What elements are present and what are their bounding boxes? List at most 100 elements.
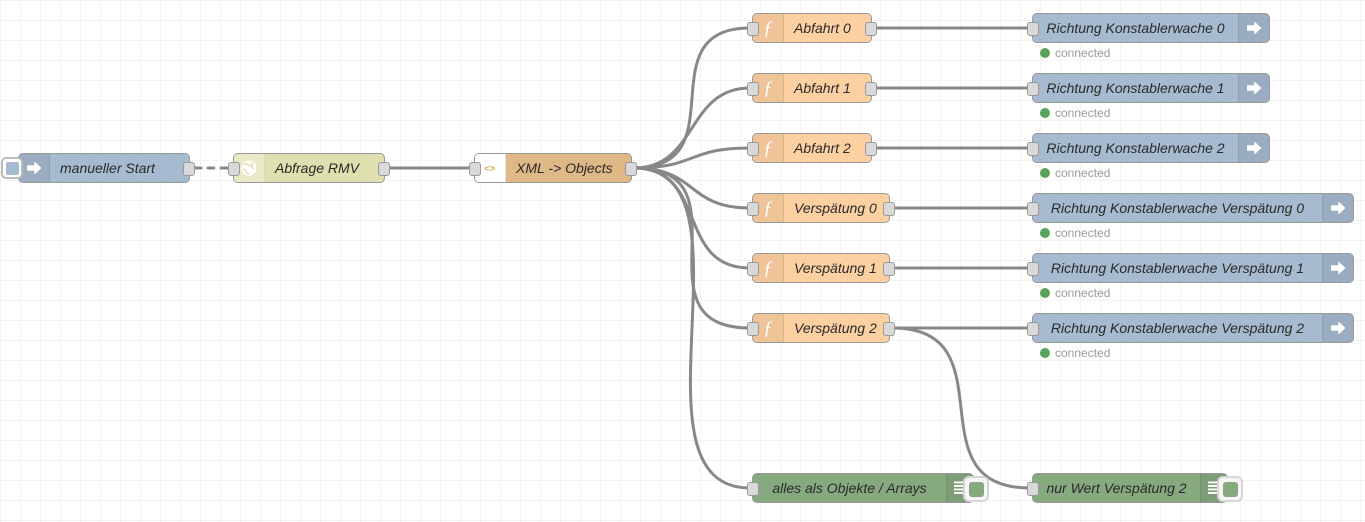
node-mq1[interactable]: Richtung Konstablerwache 1: [1027, 73, 1270, 103]
node-dbg1[interactable]: nur Wert Verspätung 2: [1027, 473, 1243, 503]
node-label: Richtung Konstablerwache 0: [1046, 20, 1225, 36]
node-mq2[interactable]: Richtung Konstablerwache 2: [1027, 133, 1270, 163]
output-port[interactable]: [865, 142, 877, 156]
wire-xml-to-fn0[interactable]: [632, 26, 752, 170]
output-port[interactable]: [883, 202, 895, 216]
node-label: Abfahrt 2: [794, 140, 851, 156]
status-dot-icon: [1040, 348, 1050, 358]
node-fn4[interactable]: ƒ Verspätung 1: [747, 253, 895, 283]
svg-text:ƒ: ƒ: [763, 18, 773, 38]
node-inject[interactable]: manueller Start: [1, 153, 195, 183]
status-text: connected: [1055, 226, 1111, 240]
mqtt-arrow-icon: [1238, 74, 1269, 102]
status-badge: connected: [1040, 166, 1110, 180]
output-port[interactable]: [883, 322, 895, 336]
input-port[interactable]: [747, 482, 759, 496]
debug-toggle-button[interactable]: [963, 476, 989, 502]
node-label: Richtung Konstablerwache 1: [1046, 80, 1225, 96]
status-text: connected: [1055, 346, 1111, 360]
node-label: Verspätung 2: [794, 320, 877, 336]
input-port[interactable]: [1027, 82, 1039, 96]
wire-xml-to-fn5[interactable]: [632, 166, 752, 330]
wire-xml-to-fn3[interactable]: [632, 166, 752, 210]
status-text: connected: [1055, 106, 1111, 120]
node-mq4[interactable]: Richtung Konstablerwache Verspätung 1: [1027, 253, 1354, 283]
node-mq5[interactable]: Richtung Konstablerwache Verspätung 2: [1027, 313, 1354, 343]
input-port[interactable]: [1027, 142, 1039, 156]
input-port[interactable]: [469, 162, 481, 176]
input-port[interactable]: [747, 82, 759, 96]
mqtt-arrow-icon: [1238, 14, 1269, 42]
mqtt-arrow-icon: [1322, 254, 1353, 282]
status-dot-icon: [1040, 168, 1050, 178]
output-port[interactable]: [183, 162, 195, 176]
node-mq0[interactable]: Richtung Konstablerwache 0: [1027, 13, 1270, 43]
status-dot-icon: [1040, 48, 1050, 58]
node-label: alles als Objekte / Arrays: [772, 480, 927, 496]
input-port[interactable]: [747, 202, 759, 216]
status-badge: connected: [1040, 286, 1110, 300]
input-port[interactable]: [1027, 482, 1039, 496]
input-port[interactable]: [747, 142, 759, 156]
node-xml[interactable]: <>XML -> Objects: [469, 153, 637, 183]
node-label: Abfahrt 1: [794, 80, 851, 96]
mqtt-arrow-icon: [1322, 314, 1353, 342]
status-text: connected: [1055, 46, 1111, 60]
inject-trigger-button[interactable]: [1, 157, 23, 179]
output-port[interactable]: [625, 162, 637, 176]
svg-text:ƒ: ƒ: [763, 318, 773, 338]
mqtt-arrow-icon: [1322, 194, 1353, 222]
node-fn1[interactable]: ƒ Abfahrt 1: [747, 73, 877, 103]
wire-xml-to-fn1[interactable]: [632, 86, 752, 170]
status-badge: connected: [1040, 106, 1110, 120]
node-label: Abfrage RMV: [275, 160, 360, 176]
inject-arrow-icon: [19, 154, 50, 182]
wire-xml-to-fn2[interactable]: [632, 146, 752, 170]
status-text: connected: [1055, 286, 1111, 300]
output-port[interactable]: [378, 162, 390, 176]
debug-toggle-button[interactable]: [1217, 476, 1243, 502]
node-mq3[interactable]: Richtung Konstablerwache Verspätung 0: [1027, 193, 1354, 223]
node-dbg0[interactable]: alles als Objekte / Arrays: [747, 473, 989, 503]
input-port[interactable]: [1027, 22, 1039, 36]
output-port[interactable]: [865, 22, 877, 36]
node-http[interactable]: Abfrage RMV: [228, 153, 390, 183]
wire-xml-to-dbg0[interactable]: [632, 166, 752, 490]
input-port[interactable]: [1027, 202, 1039, 216]
wire-xml-to-fn4[interactable]: [632, 166, 752, 270]
function-f-icon: ƒ: [753, 314, 784, 342]
input-port[interactable]: [747, 262, 759, 276]
input-port[interactable]: [747, 22, 759, 36]
input-port[interactable]: [747, 322, 759, 336]
node-label: Abfahrt 0: [794, 20, 851, 36]
node-label: nur Wert Verspätung 2: [1046, 480, 1187, 496]
debug-toggle-face: [1222, 481, 1238, 497]
status-dot-icon: [1040, 288, 1050, 298]
mqtt-arrow-icon: [1238, 134, 1269, 162]
globe-icon: [234, 154, 265, 182]
node-fn5[interactable]: ƒ Verspätung 2: [747, 313, 895, 343]
node-label: Verspätung 0: [794, 200, 877, 216]
node-label: Richtung Konstablerwache Verspätung 2: [1050, 320, 1305, 336]
svg-text:ƒ: ƒ: [763, 78, 773, 98]
output-port[interactable]: [865, 82, 877, 96]
input-port[interactable]: [228, 162, 240, 176]
node-label: Richtung Konstablerwache Verspätung 1: [1050, 260, 1305, 276]
wire-fn5-to-dbg1[interactable]: [890, 326, 1032, 490]
status-badge: connected: [1040, 346, 1110, 360]
node-label: Verspätung 1: [794, 260, 877, 276]
status-dot-icon: [1040, 108, 1050, 118]
debug-toggle-face: [968, 481, 984, 497]
input-port[interactable]: [1027, 322, 1039, 336]
svg-text:ƒ: ƒ: [763, 258, 773, 278]
node-fn0[interactable]: ƒ Abfahrt 0: [747, 13, 877, 43]
input-port[interactable]: [1027, 262, 1039, 276]
node-label: manueller Start: [60, 160, 155, 176]
output-port[interactable]: [883, 262, 895, 276]
status-text: connected: [1055, 166, 1111, 180]
svg-text:ƒ: ƒ: [763, 138, 773, 158]
status-badge: connected: [1040, 46, 1110, 60]
node-fn2[interactable]: ƒ Abfahrt 2: [747, 133, 877, 163]
